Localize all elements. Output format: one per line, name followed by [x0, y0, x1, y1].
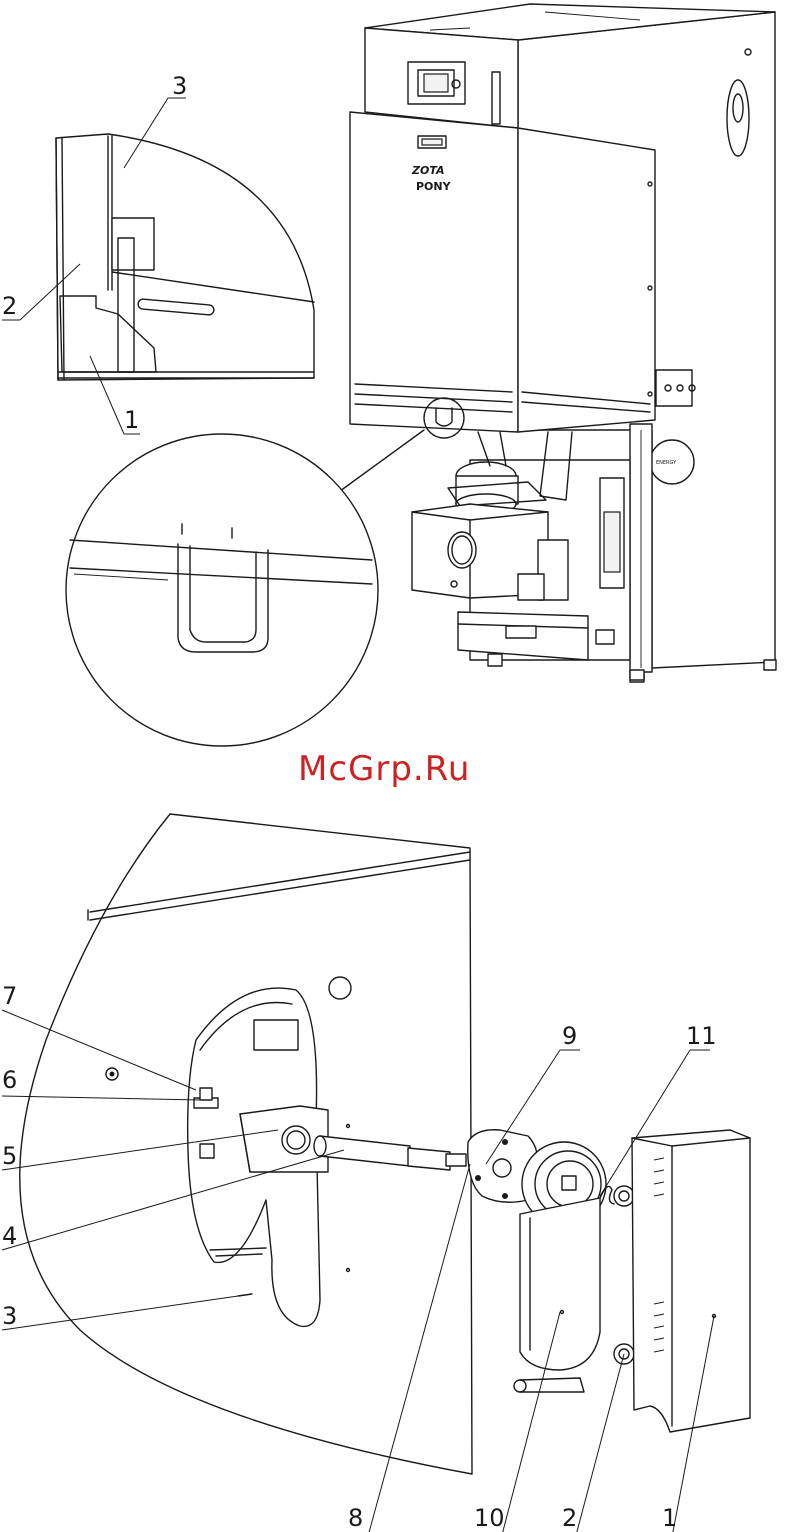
model-label: PONY — [416, 180, 452, 193]
zoom-detail-circle — [66, 434, 378, 746]
side-handle — [727, 80, 749, 156]
bot-callout-8: 8 — [348, 1504, 363, 1532]
bot-callout-5: 5 — [2, 1142, 17, 1170]
bot-callout-11: 11 — [686, 1022, 717, 1050]
cutaway-detail — [56, 134, 314, 380]
front-door — [350, 112, 518, 432]
bot-callout-4: 4 — [2, 1222, 17, 1250]
boiler-assembly — [350, 4, 776, 682]
bot-callout-6: 6 — [2, 1066, 17, 1094]
bot-callout-9: 9 — [562, 1022, 577, 1050]
bot-callout-3: 3 — [2, 1302, 17, 1330]
top-callout-1: 1 — [124, 406, 139, 434]
bot-callout-1: 1 — [662, 1504, 677, 1532]
top-callout-3: 3 — [172, 72, 187, 100]
top-callout-2: 2 — [2, 292, 17, 320]
bot-callout-10: 10 — [474, 1504, 505, 1532]
bot-callout-7: 7 — [2, 982, 17, 1010]
part-10-handle — [514, 1142, 606, 1392]
watermark: McGrp.Ru — [298, 749, 470, 789]
lock-fittings — [614, 1186, 634, 1364]
sticker-text: ENERGY — [656, 460, 677, 466]
door-panel-exploded — [20, 814, 472, 1474]
brand-logo: ZOTA — [411, 164, 445, 177]
bot-callout-2: 2 — [562, 1504, 577, 1532]
part-1-cover — [632, 1130, 750, 1432]
